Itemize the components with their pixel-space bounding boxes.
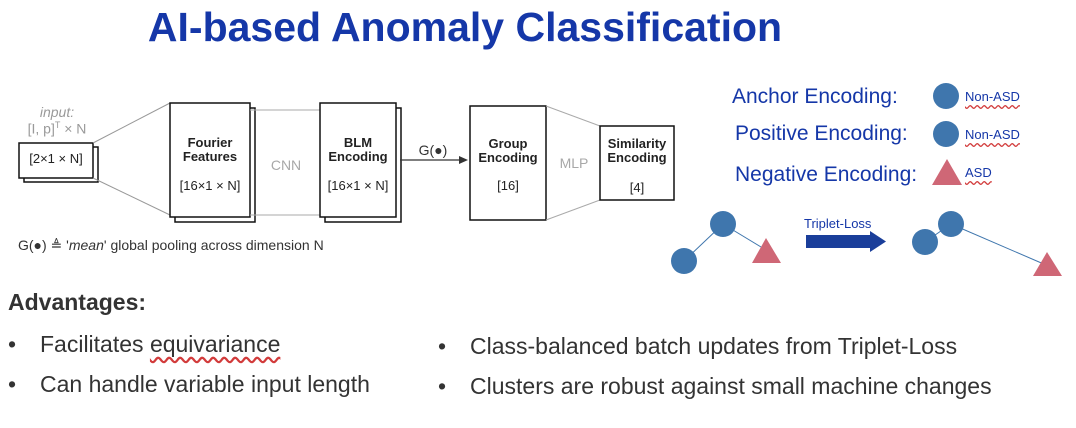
advantages-heading: Advantages: — [8, 289, 147, 315]
pool-op-label: G(●) — [418, 142, 448, 158]
anchor-tag: Non-ASD — [965, 89, 1020, 104]
similarity-dim: [4] — [629, 180, 645, 195]
triplet-after-positive — [912, 229, 938, 255]
triplet-before-anchor — [710, 211, 736, 237]
triplet-after-negative — [1033, 252, 1062, 276]
mlp-label: MLP — [559, 155, 589, 171]
connector-line — [545, 105, 601, 127]
triplet-arrow-body — [806, 235, 870, 248]
blm-dim: [16×1 × N] — [327, 178, 389, 193]
advantage-right-1: •Class-balanced batch updates from Tripl… — [438, 333, 958, 359]
positive-marker — [933, 121, 959, 147]
negative-marker — [932, 159, 962, 185]
group-dim: [16] — [497, 178, 519, 193]
triplet-before-positive — [671, 248, 697, 274]
similarity-box — [599, 125, 675, 201]
triplet-before-negative — [752, 238, 781, 263]
connector-line — [92, 102, 171, 144]
negative-label: Negative Encoding: — [735, 163, 918, 186]
anchor-label: Anchor Encoding: — [732, 85, 898, 108]
fourier-box — [169, 102, 251, 218]
pool-note: G(●) ≜ 'mean' global pooling across dime… — [18, 237, 324, 253]
page-title: AI-based Anomaly Classification — [147, 4, 783, 50]
group-box — [469, 105, 547, 221]
negative-tag: ASD — [965, 165, 992, 180]
advantage-left-2: •Can handle variable input length — [8, 371, 370, 397]
triplet-loss-label: Triplet-Loss — [804, 216, 872, 231]
input-dim: [2×1 × N] — [29, 151, 83, 166]
advantage-right-2: •Clusters are robust against small machi… — [438, 373, 992, 399]
triplet-arrow-head — [870, 231, 886, 252]
anchor-marker — [933, 83, 959, 109]
advantage-left-1: •Facilitates equivariance — [8, 331, 281, 357]
triplet-edge — [950, 223, 1047, 266]
blm-box — [319, 102, 397, 218]
input-label: input: [I, p]T × N — [27, 104, 87, 137]
fourier-dim: [16×1 × N] — [179, 178, 241, 193]
connector-line — [92, 177, 171, 216]
positive-tag: Non-ASD — [965, 127, 1020, 142]
input-box — [18, 142, 94, 179]
cnn-label: CNN — [270, 157, 302, 173]
pool-arrow-head — [459, 156, 468, 164]
triplet-after-anchor — [938, 211, 964, 237]
connector-line — [545, 199, 601, 221]
positive-label: Positive Encoding: — [735, 122, 908, 145]
